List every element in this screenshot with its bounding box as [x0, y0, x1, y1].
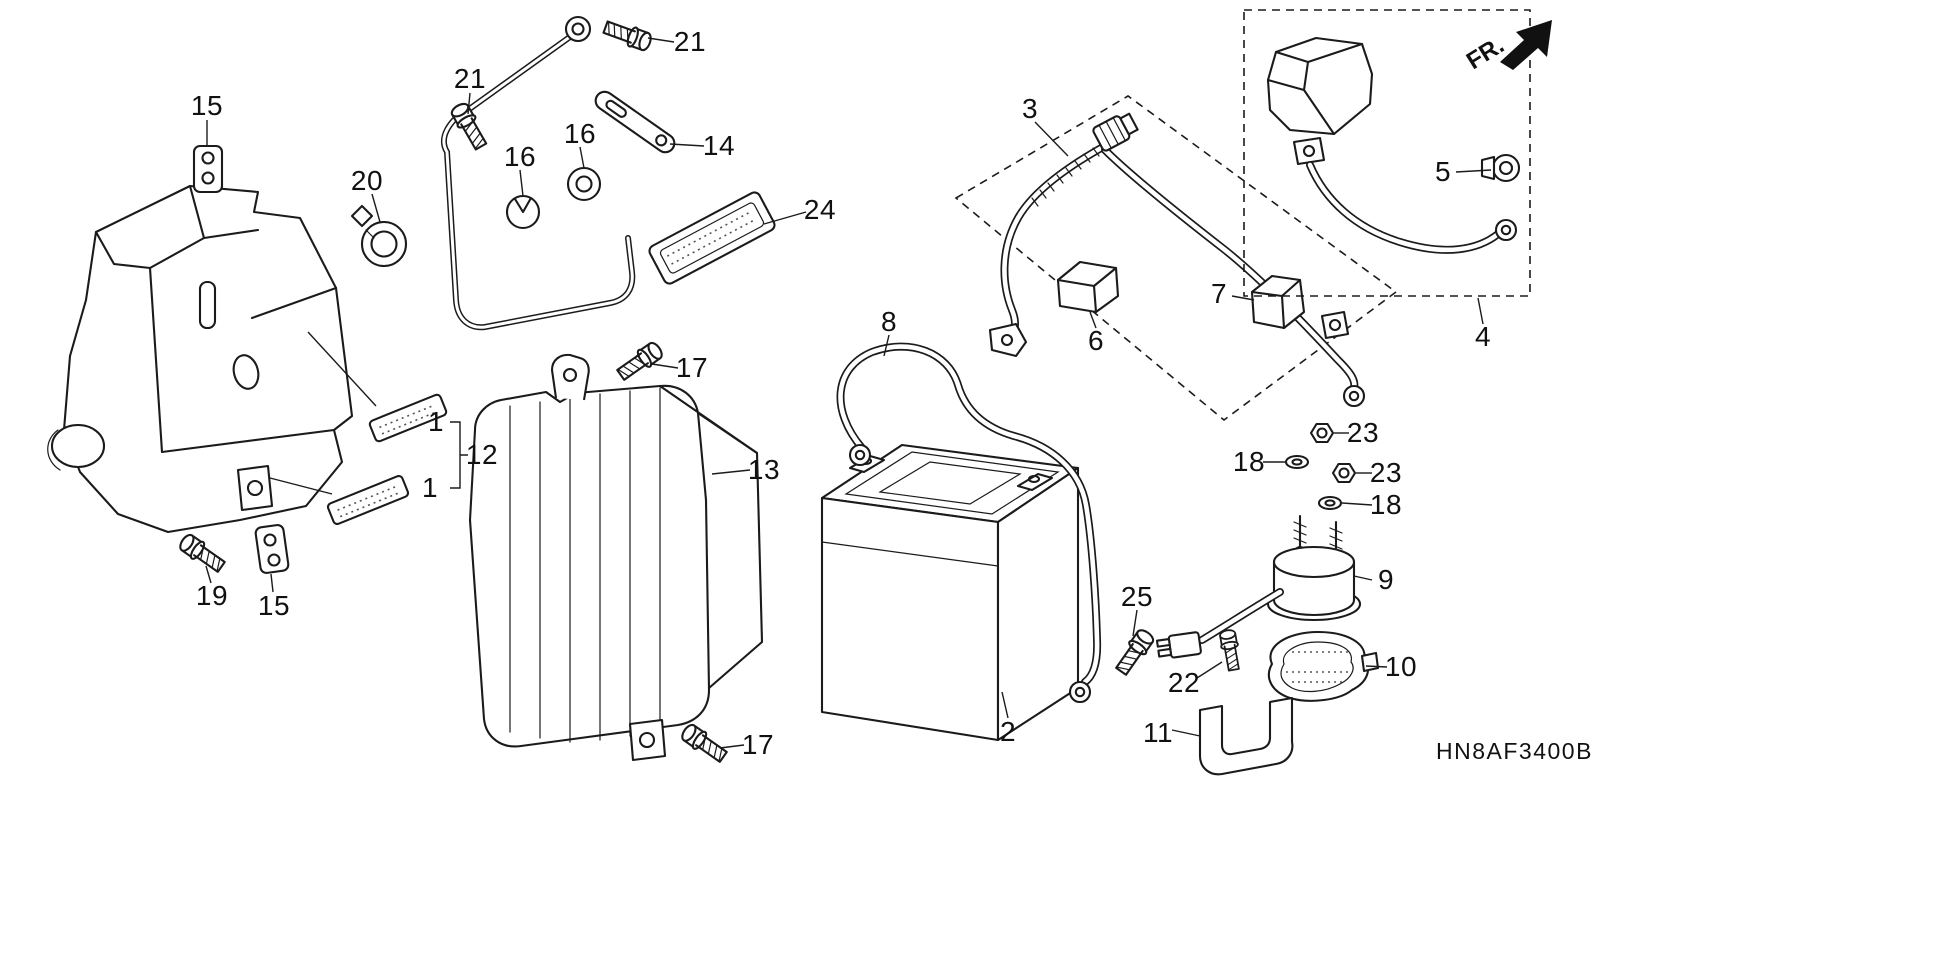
terminal-cover-6	[1056, 260, 1120, 314]
part-callout-3: 3	[1021, 93, 1039, 124]
part-callout-15: 15	[190, 90, 224, 121]
fr-direction-label: FR.	[1462, 32, 1509, 75]
fr-arrow-icon	[1500, 20, 1552, 70]
washer-18-upper	[1284, 454, 1310, 470]
relay-connector	[1155, 631, 1202, 659]
strip-1-lower	[326, 474, 410, 526]
stay-14	[594, 90, 676, 154]
battery-rod	[440, 15, 636, 331]
battery-cover-13	[468, 353, 764, 762]
grommet-16-right	[566, 166, 602, 202]
part-callout-21: 21	[453, 63, 487, 94]
part-callout-12: 12	[465, 439, 499, 470]
bolt-21-top	[601, 16, 655, 54]
strip-24	[648, 191, 776, 285]
terminal-5	[1480, 153, 1521, 183]
part-callout-1: 1	[421, 472, 439, 503]
connector-plug	[1092, 112, 1139, 152]
part-callout-6: 6	[1087, 325, 1105, 356]
part-callout-4: 4	[1474, 321, 1492, 352]
bolt-21-left	[447, 99, 491, 153]
part-callout-23: 23	[1346, 417, 1380, 448]
leader-lines	[205, 37, 1492, 749]
part-callout-7: 7	[1210, 278, 1228, 309]
terminal-boot-cover	[1266, 36, 1374, 136]
part-callout-15: 15	[257, 590, 291, 621]
diagram-code: HN8AF3400B	[1436, 738, 1593, 764]
clamp-20	[350, 204, 408, 268]
part-callout-11: 11	[1142, 717, 1174, 748]
part-callout-16: 16	[563, 118, 597, 149]
nut-23-lower	[1331, 462, 1357, 484]
part-callout-18: 18	[1369, 489, 1403, 520]
callout-bracket-12	[450, 421, 468, 489]
part-callout-13: 13	[747, 454, 781, 485]
terminal-cover-7	[1250, 274, 1350, 340]
battery	[820, 443, 1080, 742]
part-callout-5: 5	[1434, 156, 1452, 187]
starter-relay-9	[1155, 514, 1362, 659]
bolt-17-upper	[613, 338, 666, 385]
battery-cable-8	[836, 342, 1102, 704]
clip-15-bottom	[254, 524, 290, 574]
bolt-25	[1111, 626, 1158, 679]
strip-1-upper	[368, 393, 448, 443]
part-callout-25: 25	[1120, 581, 1154, 612]
part-callout-17: 17	[675, 352, 709, 383]
part-callout-22: 22	[1167, 667, 1201, 698]
battery-terminal-clamp	[988, 322, 1028, 358]
part-callout-20: 20	[350, 165, 384, 196]
part-callout-14: 14	[702, 130, 736, 161]
grommet-16-left	[505, 194, 541, 230]
cable-assembly-3	[954, 95, 1398, 422]
relay-cover-11	[1198, 696, 1294, 776]
part-callout-21: 21	[673, 26, 707, 57]
battery-tray	[47, 184, 354, 534]
corrugated-tube	[1031, 147, 1100, 207]
part-callout-8: 8	[880, 306, 898, 337]
part-callout-10: 10	[1384, 651, 1418, 682]
bolt-19	[176, 530, 229, 577]
washer-18-lower	[1317, 495, 1343, 511]
part-callout-23: 23	[1369, 457, 1403, 488]
nut-23-upper	[1309, 422, 1335, 444]
part-callout-24: 24	[803, 194, 837, 225]
screw-22	[1217, 628, 1244, 673]
part-callout-9: 9	[1377, 564, 1395, 595]
part-callout-19: 19	[195, 580, 229, 611]
part-callout-18: 18	[1232, 446, 1266, 477]
part-callout-16: 16	[503, 141, 537, 172]
starter-cable-4-group	[1243, 9, 1531, 297]
part-callout-1: 1	[427, 406, 445, 437]
part-callout-2: 2	[999, 716, 1017, 747]
bolt-17-lower	[678, 720, 731, 767]
part-callout-17: 17	[741, 729, 775, 760]
clip-15-top	[192, 144, 224, 194]
relay-band-10	[1267, 630, 1380, 702]
